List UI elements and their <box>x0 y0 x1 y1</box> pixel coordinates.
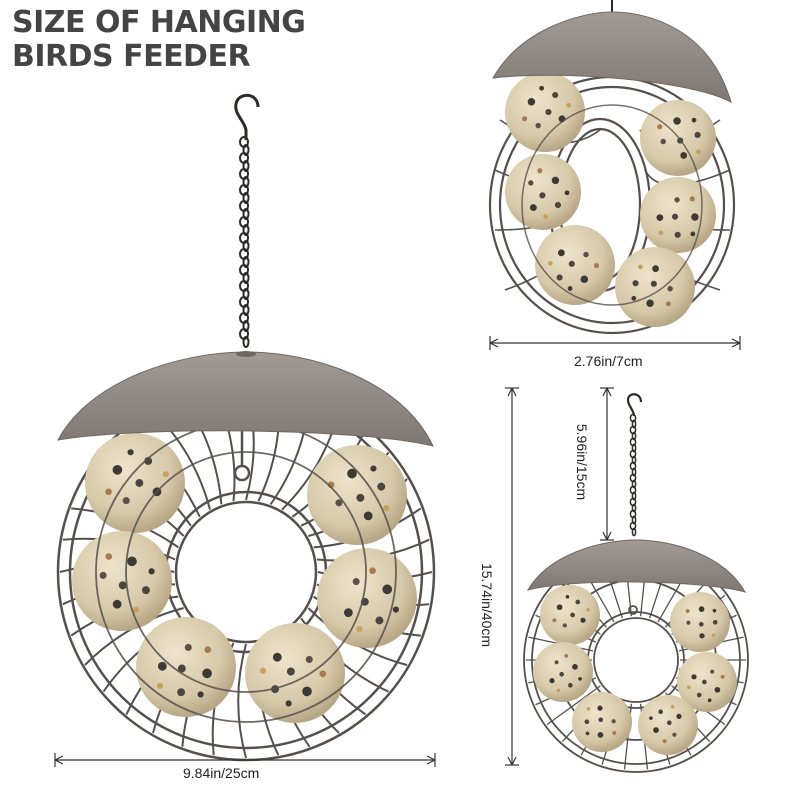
chain-link <box>242 144 250 156</box>
suet-ball <box>136 617 236 717</box>
chain-link <box>631 491 637 501</box>
title-line-1: SIZE OF HANGING <box>12 5 306 40</box>
main-width-label: 9.84in/25cm <box>183 765 260 781</box>
chain-link <box>242 192 250 204</box>
chain-link <box>242 304 250 316</box>
small-roof <box>526 539 747 593</box>
wire-spoke <box>546 685 601 726</box>
suet-ball <box>540 585 600 645</box>
chain-link <box>242 320 250 332</box>
suet-ball <box>533 642 593 702</box>
side-roof <box>492 11 732 104</box>
top-width-label: 2.76in/7cm <box>574 353 643 369</box>
chain-link <box>242 208 250 220</box>
chain-link <box>242 160 250 172</box>
suet-ball <box>677 652 737 712</box>
chain-link <box>631 527 637 537</box>
suet-ball <box>317 548 417 648</box>
chain-link <box>631 431 637 441</box>
chain-link <box>631 515 637 525</box>
chain-link <box>242 176 250 188</box>
chain-length-label: 5.96in/15cm <box>574 423 590 501</box>
chain-link <box>631 455 637 465</box>
dimension-lines <box>54 336 741 767</box>
chain-link <box>631 443 637 453</box>
main-center-hanger <box>233 464 251 482</box>
chain-link <box>631 479 637 489</box>
suet-ball <box>505 154 581 230</box>
suet-ball <box>670 592 730 652</box>
suet-ball <box>615 247 695 327</box>
chain-link <box>242 272 250 284</box>
small-suet-balls <box>533 585 737 755</box>
suet-ball <box>505 72 585 152</box>
side-view-feeder <box>488 0 736 335</box>
suet-ball <box>307 445 407 545</box>
suet-ball <box>245 623 345 723</box>
chain-link <box>242 256 250 268</box>
suet-ball <box>638 695 698 755</box>
chain-link <box>242 288 250 300</box>
wire-spoke <box>237 643 247 759</box>
small-hook <box>626 393 643 417</box>
chain-link <box>631 419 637 429</box>
chain-link <box>242 224 250 236</box>
small-chain: (function(){ var g = document.currentScr… <box>629 413 637 537</box>
overall-height-label: 15.74in/40cm <box>479 562 495 648</box>
suet-ball <box>572 692 632 752</box>
main-chain: (function(){ var svg = document.currentS… <box>239 136 250 348</box>
chain-link <box>631 503 637 513</box>
chain-link <box>242 240 250 252</box>
suet-ball <box>85 433 185 533</box>
suet-ball <box>72 531 172 631</box>
main-roof <box>57 351 434 447</box>
chain-link <box>242 336 250 348</box>
small-feeder: (function(){ var g = document.currentScr… <box>523 393 749 773</box>
page-title: SIZE OF HANGING BIRDS FEEDER <box>12 6 312 74</box>
title-line-2: BIRDS FEEDER <box>12 39 251 74</box>
suet-ball <box>535 225 615 305</box>
main-feeder: (function(){ var svg = document.currentS… <box>56 93 436 762</box>
suet-ball <box>640 177 716 253</box>
main-hook <box>234 93 260 140</box>
chain-link <box>631 467 637 477</box>
